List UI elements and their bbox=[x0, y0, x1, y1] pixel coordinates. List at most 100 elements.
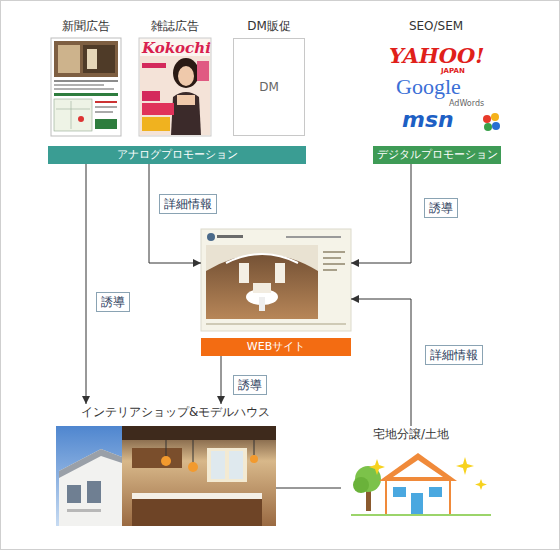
illustration-part bbox=[95, 106, 117, 108]
dm-text: DM bbox=[259, 79, 279, 95]
illustration-part bbox=[95, 111, 113, 113]
dm-promo: DM販促 DM bbox=[227, 18, 311, 138]
edge-label: 誘導 bbox=[424, 198, 458, 218]
illustration-part bbox=[178, 66, 194, 86]
illustration-part bbox=[254, 440, 255, 455]
newspaper-ad: 新聞広告 bbox=[46, 18, 126, 138]
illustration-part bbox=[229, 451, 243, 479]
illustration-part bbox=[369, 459, 385, 475]
illustration-part bbox=[122, 426, 276, 440]
illustration-part bbox=[78, 116, 84, 122]
illustration-part bbox=[54, 88, 114, 90]
illustration-part bbox=[56, 109, 90, 110]
illustration-part bbox=[173, 58, 199, 88]
illustration-part bbox=[206, 323, 346, 325]
illustration-part bbox=[132, 448, 182, 468]
illustration-part bbox=[67, 485, 81, 503]
illustration-part bbox=[166, 440, 167, 457]
illustration-part bbox=[139, 38, 211, 136]
yahoo-logo: YAHOO! bbox=[389, 45, 485, 66]
illustration-part bbox=[429, 487, 442, 497]
edge-label: 誘導 bbox=[233, 375, 267, 395]
illustration-part bbox=[132, 493, 262, 499]
dm-placeholder: DM bbox=[233, 38, 305, 136]
illustration-part bbox=[54, 93, 118, 96]
flow-connector bbox=[86, 164, 87, 404]
band-label: アナログプロモーション bbox=[48, 146, 306, 164]
node-heading: SEO/SEM bbox=[366, 18, 506, 34]
magazine-title: Kokochi bbox=[142, 41, 211, 56]
illustration-part bbox=[253, 283, 271, 293]
illustration-part bbox=[259, 297, 265, 311]
illustration-part bbox=[87, 481, 101, 503]
newspaper-illustration bbox=[51, 38, 121, 136]
illustration-part bbox=[353, 477, 369, 493]
illustration-part bbox=[323, 269, 337, 271]
illustration-part bbox=[51, 38, 121, 136]
node-heading: 宅地分譲/土地 bbox=[341, 426, 481, 442]
illustration-part bbox=[54, 99, 92, 131]
illustration-part bbox=[217, 235, 243, 238]
illustration-part bbox=[142, 103, 174, 115]
illustration-part bbox=[323, 263, 345, 265]
illustration-part bbox=[386, 479, 450, 515]
illustration-part bbox=[393, 487, 406, 497]
website-label: WEBサイト bbox=[201, 338, 351, 356]
illustration-part bbox=[207, 448, 247, 482]
edge-label: 詳細情報 bbox=[159, 194, 217, 214]
digital-band: デジタルプロモーション bbox=[373, 146, 501, 164]
illustration-part bbox=[54, 41, 118, 77]
illustration-part bbox=[197, 61, 209, 81]
node-heading: DM販促 bbox=[227, 18, 311, 34]
illustration-part bbox=[132, 499, 262, 526]
illustration-part bbox=[161, 456, 171, 466]
interior-shop: インテリアショップ&モデルハウス bbox=[56, 404, 276, 526]
illustration-part bbox=[351, 514, 491, 516]
illustration-part bbox=[95, 119, 117, 129]
illustration-part bbox=[142, 117, 170, 131]
illustration-part bbox=[201, 229, 351, 331]
yahoo-japan: JAPAN bbox=[441, 68, 465, 75]
illustration-part bbox=[491, 113, 499, 121]
illustration-part bbox=[58, 45, 80, 73]
illustration-part bbox=[122, 426, 276, 526]
edge-label: 詳細情報 bbox=[425, 345, 483, 365]
illustration-part bbox=[250, 455, 258, 463]
illustration-part bbox=[393, 460, 443, 477]
band-label: デジタルプロモーション bbox=[373, 146, 501, 164]
flow-connector bbox=[351, 299, 411, 426]
illustration-part bbox=[286, 236, 341, 238]
website-screenshot bbox=[201, 229, 351, 331]
illustration-part bbox=[275, 263, 285, 283]
illustration-part bbox=[323, 257, 341, 259]
illustration-part bbox=[177, 95, 195, 105]
magazine-illustration bbox=[139, 38, 211, 136]
illustration-part bbox=[67, 509, 101, 512]
illustration-part bbox=[211, 451, 225, 479]
illustration-part bbox=[140, 56, 210, 135]
illustration-part bbox=[492, 122, 500, 130]
illustration-part bbox=[171, 92, 201, 135]
adwords-logo: AdWords bbox=[449, 100, 484, 108]
illustration-part bbox=[206, 245, 318, 319]
illustration-part bbox=[206, 245, 318, 271]
node-heading: 雑誌広告 bbox=[135, 18, 215, 34]
illustration-part bbox=[226, 254, 298, 263]
house-illustration bbox=[351, 453, 491, 515]
flow-connector bbox=[276, 488, 341, 489]
illustration-part bbox=[193, 440, 194, 463]
illustration-part bbox=[56, 426, 122, 526]
illustration-part bbox=[483, 115, 491, 123]
flow-connector bbox=[351, 164, 411, 263]
illustration-part bbox=[54, 80, 118, 82]
website: WEBサイト bbox=[201, 229, 351, 356]
magazine-ad: 雑誌広告 bbox=[135, 18, 215, 138]
illustration-part bbox=[71, 101, 72, 129]
analog-band: アナログプロモーション bbox=[48, 146, 306, 164]
illustration-part bbox=[456, 457, 474, 475]
illustration-part bbox=[323, 251, 345, 253]
node-heading: インテリアショップ&モデルハウス bbox=[56, 404, 276, 420]
google-logo: Google bbox=[396, 76, 461, 98]
illustration-part bbox=[142, 91, 160, 101]
